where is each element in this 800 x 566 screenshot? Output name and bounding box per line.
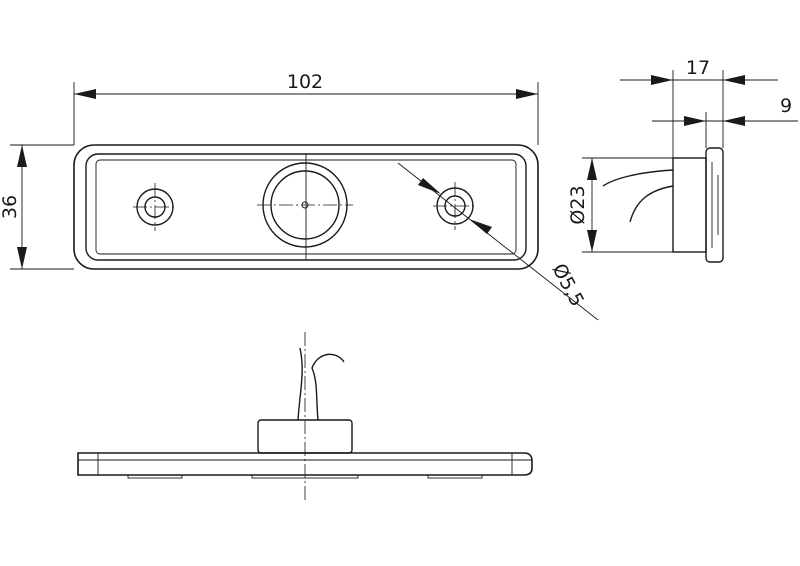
dimension-lens-depth-label: 9 xyxy=(780,95,792,117)
bottom-foot-right xyxy=(427,474,483,479)
dimension-length: 102 xyxy=(73,71,539,145)
bottom-foot-center xyxy=(251,474,359,479)
front-outer-outline xyxy=(73,144,539,270)
dimension-length-label: 102 xyxy=(287,71,323,93)
dimension-depth-label: 17 xyxy=(686,57,710,79)
dimension-lens-depth: 9 xyxy=(652,95,798,126)
dimension-height: 36 xyxy=(0,144,74,270)
bottom-housing xyxy=(257,419,353,454)
bottom-foot-left xyxy=(127,474,183,479)
dimension-lens-diameter-label: Ø23 xyxy=(567,185,589,224)
dimension-depth: 17 xyxy=(620,57,778,85)
bottom-view xyxy=(77,332,533,500)
side-cable xyxy=(602,169,674,187)
dimension-height-label: 36 xyxy=(0,195,21,219)
front-view xyxy=(73,144,539,270)
side-view xyxy=(602,70,724,263)
bottom-cable xyxy=(297,347,303,421)
dimension-lens-diameter: Ø23 xyxy=(567,157,673,253)
side-housing xyxy=(672,157,707,253)
side-lens-plate xyxy=(705,147,724,263)
bottom-base-plate xyxy=(77,452,533,476)
